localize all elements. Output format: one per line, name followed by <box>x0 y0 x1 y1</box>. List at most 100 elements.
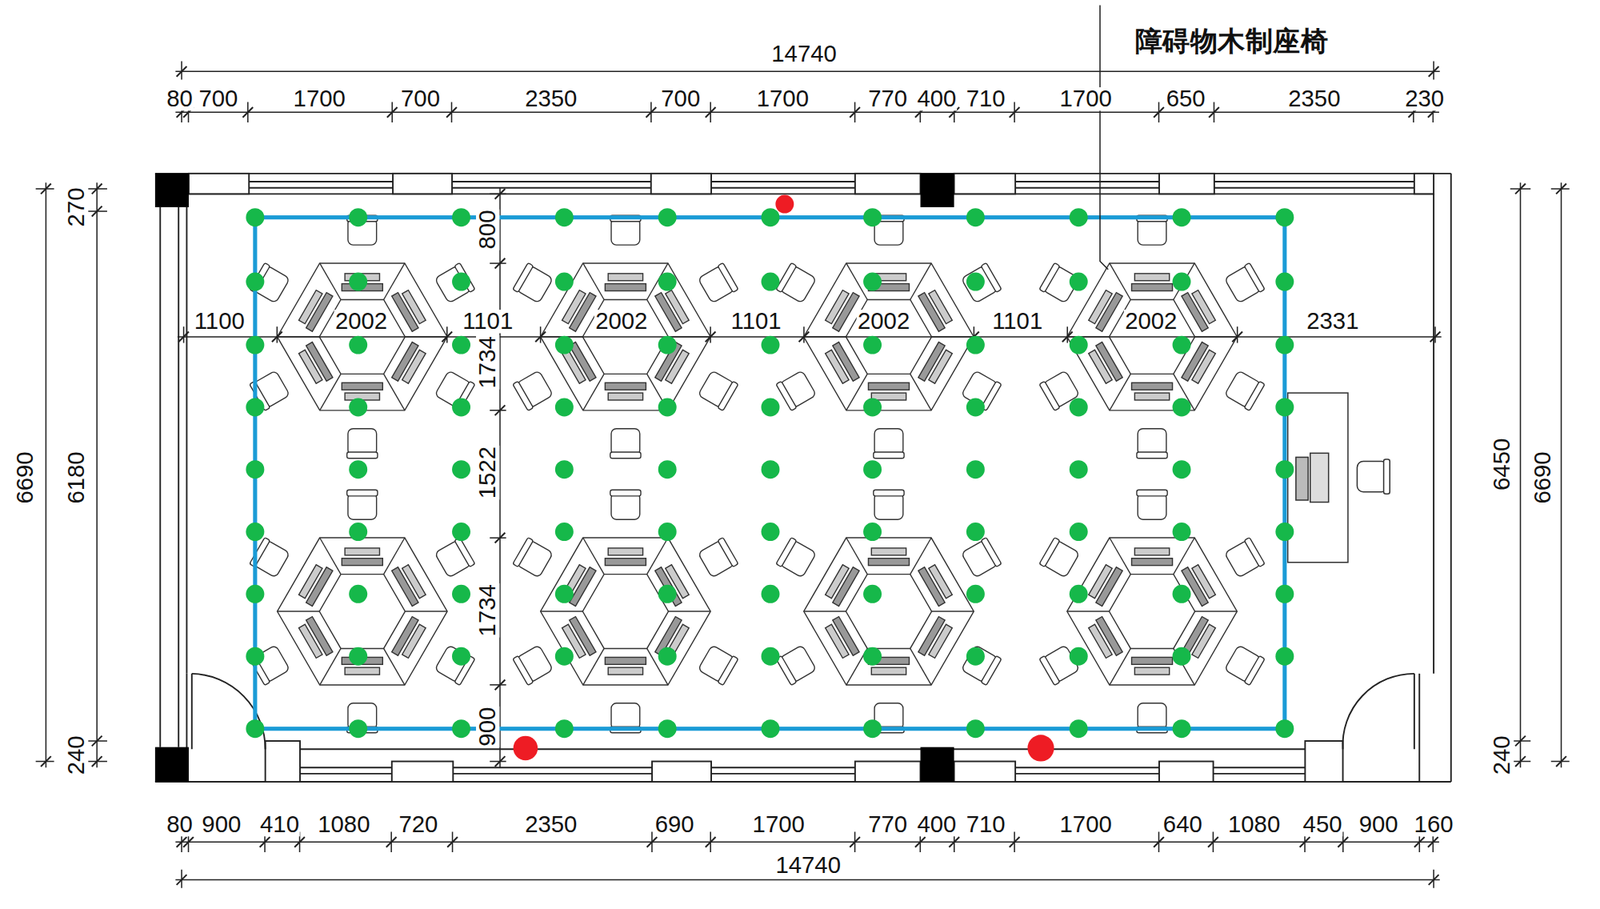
measure-point <box>1069 522 1088 541</box>
desk-divider <box>320 537 341 575</box>
chair-back <box>1039 537 1060 568</box>
chair-back <box>347 452 378 459</box>
keyboard <box>1192 290 1216 324</box>
monitor <box>604 382 646 390</box>
computer <box>918 561 954 606</box>
dim-tick <box>1208 836 1219 848</box>
teacher-desk <box>1288 392 1391 563</box>
measure-point <box>658 336 677 355</box>
measure-point <box>863 584 882 604</box>
hex-desk <box>277 537 448 685</box>
measure-point <box>1172 272 1192 292</box>
desk-divider <box>804 610 847 612</box>
measure-point <box>761 336 780 355</box>
computer <box>604 656 646 675</box>
chair-back <box>1244 262 1265 292</box>
chair-back <box>512 262 534 292</box>
computer <box>604 548 646 566</box>
measure-point <box>348 397 368 416</box>
measure-point <box>1275 336 1294 355</box>
dimension-label: 2350 <box>524 812 579 836</box>
chair-back <box>1039 656 1060 686</box>
measure-point <box>966 208 985 227</box>
dim-tick <box>447 836 458 848</box>
chair-back <box>249 537 271 568</box>
computer <box>392 342 428 387</box>
measure-point <box>966 719 985 738</box>
dimension-label: 14740 <box>774 853 842 877</box>
chair-seat <box>611 703 640 730</box>
measure-point <box>1069 584 1088 604</box>
chair <box>434 644 476 686</box>
dimension-label: 1700 <box>755 87 810 111</box>
hex-desk-cluster <box>1039 489 1265 733</box>
chair <box>960 537 1002 580</box>
computer <box>1181 287 1217 332</box>
keyboard <box>562 349 586 384</box>
chair-back <box>776 656 797 686</box>
desk-divider <box>668 610 711 612</box>
measure-point <box>658 584 677 604</box>
keyboard <box>1134 667 1169 675</box>
dim-tick <box>178 332 189 343</box>
red-points <box>513 195 1055 762</box>
measure-point <box>761 584 780 604</box>
chair <box>512 644 554 686</box>
desk-clusters <box>249 215 1265 733</box>
computer <box>392 287 428 332</box>
measure-point <box>658 208 677 227</box>
keyboard <box>665 290 689 324</box>
computer <box>655 287 691 332</box>
dim-tick <box>948 836 960 848</box>
dim-tick <box>92 736 103 747</box>
monitor <box>604 558 646 566</box>
extension-line <box>276 326 279 343</box>
measure-point <box>863 272 882 292</box>
measure-point <box>555 719 574 738</box>
measure-point <box>658 522 677 541</box>
dimension-label: 700 <box>400 87 441 111</box>
dim-tick <box>1414 836 1425 848</box>
measure-point <box>1069 397 1088 416</box>
chair-seat <box>1137 492 1167 520</box>
dim-tick <box>495 679 506 690</box>
dim-tick <box>260 836 271 848</box>
chair-back <box>1244 380 1265 411</box>
computer <box>868 382 909 400</box>
dim-tick <box>386 836 397 848</box>
measure-point <box>761 272 780 292</box>
chair <box>610 428 641 459</box>
computer <box>297 287 333 332</box>
measure-point <box>348 522 368 541</box>
dim-tick <box>1428 66 1440 77</box>
measure-point <box>452 647 471 666</box>
chair <box>776 644 817 686</box>
chair-seat <box>874 428 904 456</box>
computer <box>1132 548 1173 566</box>
dim-line <box>96 182 98 768</box>
keyboard <box>299 624 323 658</box>
chair <box>776 369 817 412</box>
computer <box>868 548 909 566</box>
measure-point <box>761 460 780 479</box>
dimension-label: 2002 <box>594 309 649 333</box>
monitor <box>1132 382 1173 390</box>
keyboard <box>1192 564 1216 599</box>
chair-seat <box>1137 703 1167 730</box>
measure-point <box>555 522 574 541</box>
measure-point <box>245 460 264 479</box>
measure-point <box>761 397 780 416</box>
measure-point <box>348 584 368 604</box>
dim-tick <box>535 332 546 343</box>
keyboard <box>1134 548 1169 556</box>
keyboard <box>1134 392 1169 400</box>
dimension-label: 2002 <box>856 309 912 333</box>
keyboard <box>608 273 643 281</box>
dimension-lines <box>36 61 1570 888</box>
measurement-points <box>245 208 1294 738</box>
dimension-label: 80 <box>165 87 194 111</box>
dimension-label: 1101 <box>461 309 515 333</box>
computer <box>824 342 860 387</box>
extension-line <box>803 326 805 343</box>
chair-back <box>512 380 534 411</box>
